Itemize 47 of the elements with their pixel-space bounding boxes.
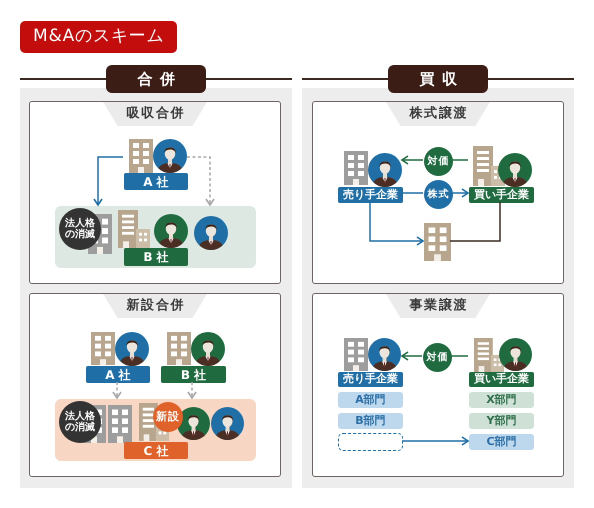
arrow [401,351,422,361]
scheme-card [312,293,564,477]
flow-badge: 対価 [423,343,452,372]
company-label: B 社 [161,366,226,383]
company-label: 売り手企業 [338,187,403,203]
company-label: B 社 [124,248,188,266]
department-tag: X部門 [469,392,534,408]
connector-line [450,202,501,242]
subheading-tab: 株式譲渡 [386,102,490,126]
arrow [93,156,123,206]
merger-band [55,399,256,461]
flow-badge: 対価 [424,147,453,176]
arrow [452,188,469,198]
subheading-tab: 新設合併 [103,294,207,318]
arrow [369,202,424,246]
arrow [112,382,122,399]
company-label: A 社 [86,366,150,383]
arrow [402,436,469,446]
connector-line [451,355,468,357]
section-tab: 合併 [106,65,206,93]
status-badge: 法人格の消滅 [59,401,101,443]
scheme-card [29,101,281,284]
company-label: 買い手企業 [469,187,534,203]
flow-badge: 株式 [424,180,453,209]
department-tag: B部門 [338,413,403,429]
department-tag: Y部門 [469,413,534,429]
connector-line [402,192,423,194]
merger-band [55,206,256,268]
connector-line [452,159,468,161]
status-badge: 法人格の消滅 [59,208,101,250]
scheme-card [312,101,564,284]
subheading-tab: 事業譲渡 [386,294,490,318]
company-label: 売り手企業 [338,372,403,387]
section-tab: 買収 [388,65,488,93]
scheme-card [29,293,281,477]
arrow [187,382,197,399]
subheading-tab: 吸収合併 [103,102,207,126]
arrow [401,155,423,165]
company-label: 買い手企業 [469,372,534,387]
empty-slot [338,433,403,451]
company-label: C 社 [124,442,188,459]
arrow [187,156,215,206]
building-icon [424,223,451,261]
company-label: A 社 [124,173,188,190]
title-badge: M&Aのスキーム [20,21,178,53]
department-tag: C部門 [469,434,534,450]
department-tag: A部門 [338,392,403,408]
